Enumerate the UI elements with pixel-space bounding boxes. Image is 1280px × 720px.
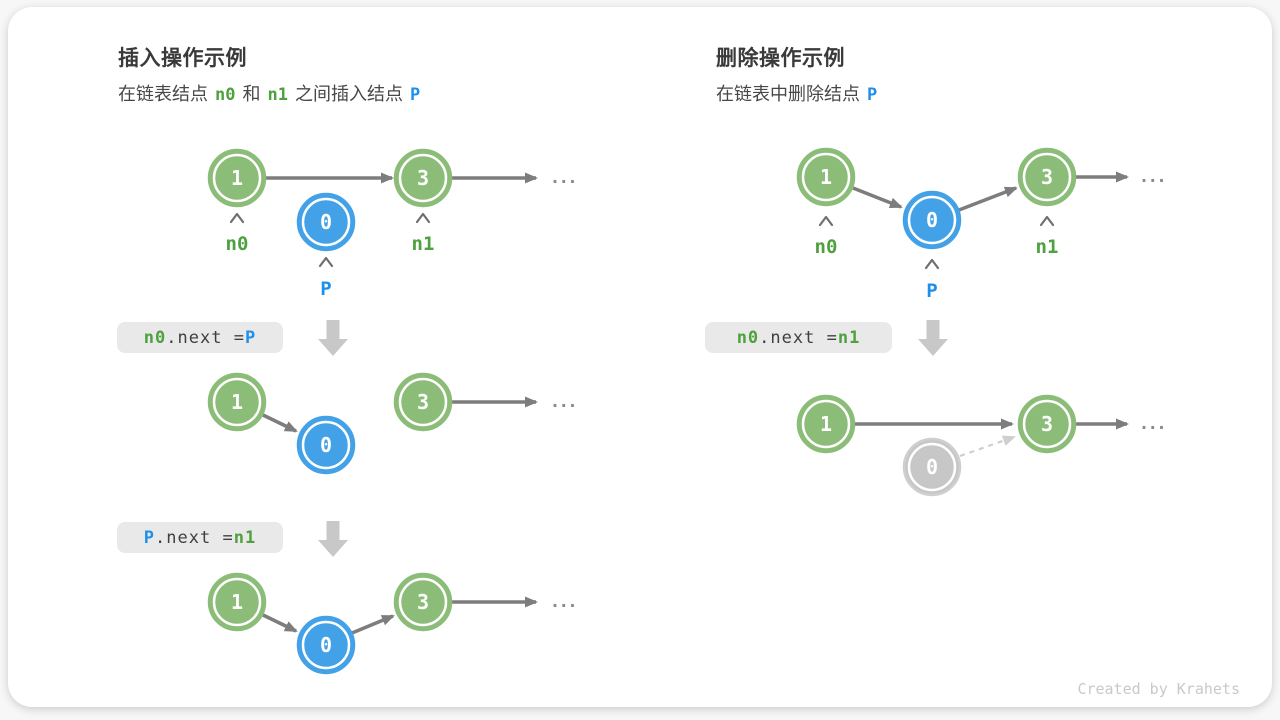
code-rhs: n1 <box>837 327 861 348</box>
insert-subtitle: 在链表结点 n0 和 n1 之间插入结点 P <box>118 80 427 106</box>
code-mid: .next = <box>166 327 245 348</box>
insert-title: 插入操作示例 <box>118 47 247 70</box>
delete-title: 删除操作示例 <box>716 47 845 70</box>
token-n1: n1 <box>267 85 288 105</box>
code-label-n0-next-p: n0.next = P <box>117 322 283 353</box>
insert-subtitle-text-3: 之间插入结点 <box>294 84 403 104</box>
code-rhs: P <box>244 327 257 348</box>
delete-subtitle: 在链表中删除结点 P <box>716 80 884 106</box>
watermark: Created by Krahets <box>1077 680 1240 698</box>
code-label-n0-next-n1: n0.next = n1 <box>705 322 892 353</box>
code-lhs: P <box>143 527 156 548</box>
code-mid: .next = <box>155 527 234 548</box>
code-lhs: n0 <box>736 327 760 348</box>
insert-subtitle-text-2: 和 <box>242 84 261 104</box>
figure-card <box>8 7 1272 707</box>
code-lhs: n0 <box>143 327 167 348</box>
code-label-p-next-n1: P.next = n1 <box>117 522 283 553</box>
token-p: P <box>867 85 878 105</box>
code-mid: .next = <box>759 327 838 348</box>
token-p: P <box>409 85 421 105</box>
code-rhs: n1 <box>233 527 257 548</box>
delete-subtitle-text-1: 在链表中删除结点 <box>716 84 860 104</box>
token-n0: n0 <box>215 85 236 105</box>
insert-subtitle-text-1: 在链表结点 <box>118 84 208 104</box>
